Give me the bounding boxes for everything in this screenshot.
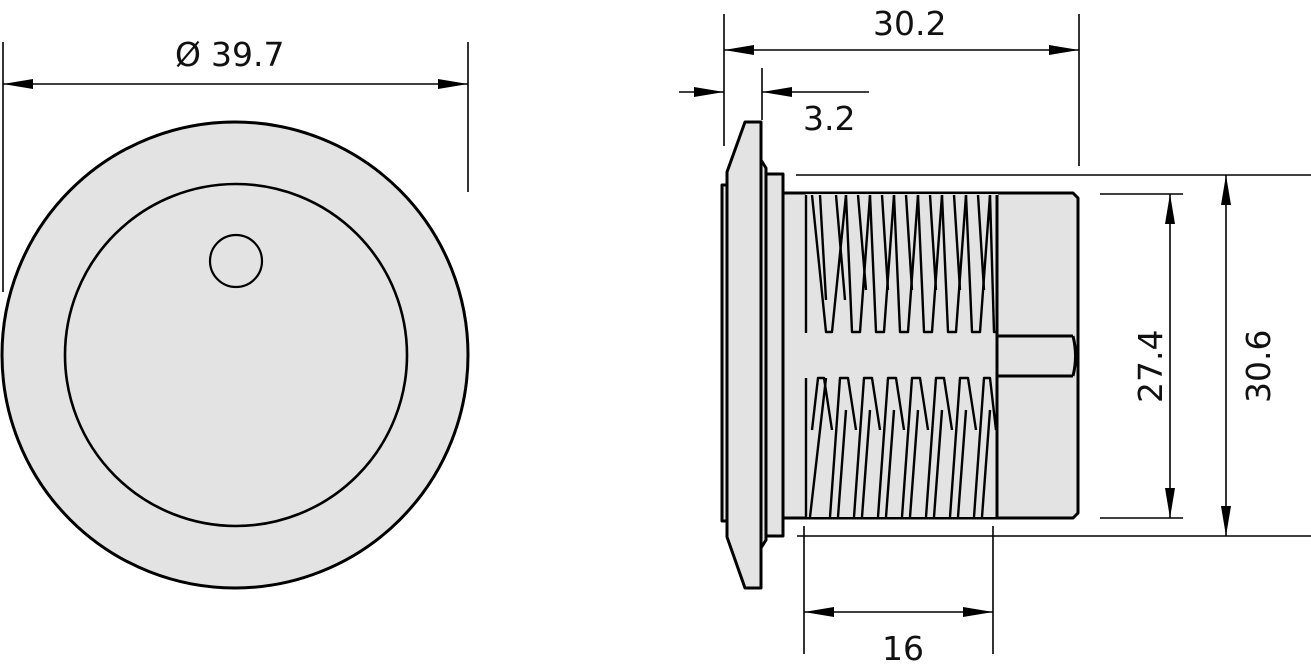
flange-thickness-dimension: 3.2 bbox=[679, 68, 869, 138]
flange-thickness-label: 3.2 bbox=[803, 99, 855, 138]
thread-diameter-dimension: 30.6 bbox=[796, 174, 1311, 536]
flange bbox=[725, 120, 763, 590]
thread-length-dimension: 16 bbox=[797, 526, 1311, 668]
collar bbox=[764, 172, 785, 538]
thread-length-label: 16 bbox=[882, 629, 924, 668]
thread-diameter-label: 30.6 bbox=[1239, 330, 1278, 403]
keyhole-indicator-icon bbox=[208, 233, 264, 289]
diameter-symbol: Ø bbox=[175, 35, 201, 74]
body-diameter-dimension: 27.4 bbox=[1100, 193, 1183, 519]
key-slot-outline bbox=[997, 334, 1077, 378]
overall-length-dimension: 30.2 bbox=[723, 4, 1080, 166]
body-diameter-label: 27.4 bbox=[1131, 330, 1170, 403]
overall-length-label: 30.2 bbox=[873, 4, 946, 43]
diameter-label: 39.7 bbox=[211, 35, 284, 74]
key-slot bbox=[806, 336, 1072, 376]
upper-threads bbox=[804, 194, 997, 334]
front-view: Ø 39.7 bbox=[0, 35, 470, 590]
side-view: 30.2 3.2 16 27.4 30.6 bbox=[679, 4, 1311, 668]
diameter-dimension: Ø 39.7 bbox=[2, 35, 469, 292]
inner-face bbox=[63, 182, 409, 528]
